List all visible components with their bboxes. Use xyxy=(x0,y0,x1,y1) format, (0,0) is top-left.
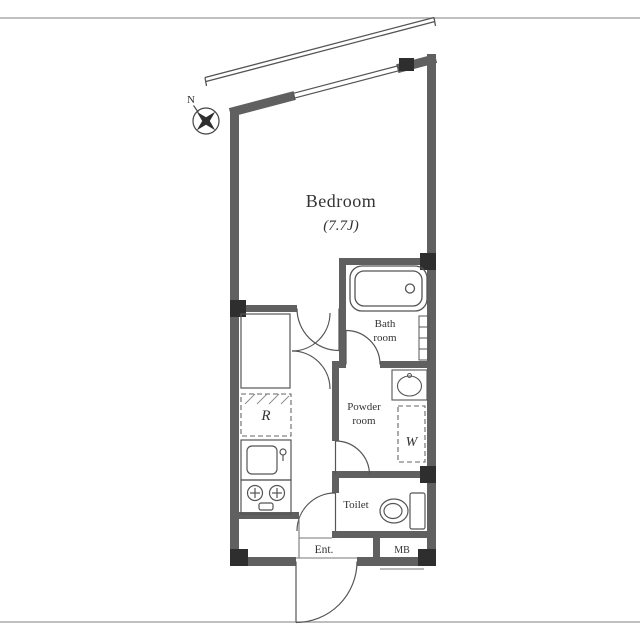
burner-left-icon xyxy=(246,484,264,502)
refrigerator-label: R xyxy=(260,408,270,424)
bathtub-inner xyxy=(354,270,423,307)
washer-space xyxy=(397,405,426,463)
window-glass-line-1 xyxy=(294,70,399,99)
toilet-label: Toilet xyxy=(343,499,369,511)
bathtub-icon xyxy=(349,265,428,312)
compass-star-icon xyxy=(196,111,216,131)
compass-north-tick xyxy=(193,105,199,113)
toilet-door xyxy=(296,492,337,532)
toilet-door-arc xyxy=(296,492,336,532)
vanity-counter xyxy=(391,369,428,401)
compass-n-label: N xyxy=(187,94,195,106)
grill-icon xyxy=(258,502,274,511)
stove-outline xyxy=(240,479,292,515)
room-labels: Bedroom (7.7J) Bath room Powder room W R… xyxy=(260,191,418,556)
stove-icon xyxy=(240,479,292,515)
towel-rack-icon xyxy=(418,315,430,361)
closet-outline xyxy=(240,313,291,389)
kitchen-sink-icon xyxy=(240,439,292,481)
refrigerator-dashed-box xyxy=(240,393,292,437)
vanity-bowl xyxy=(396,375,423,397)
pillar-top-right xyxy=(399,58,414,71)
window-end-tick-left xyxy=(292,91,296,101)
powder-door-arc xyxy=(335,440,371,476)
washer-label: W xyxy=(406,435,419,450)
powder-room-door xyxy=(334,440,371,476)
burner-right-icon xyxy=(268,484,286,502)
pillar-right-toilet xyxy=(420,466,436,483)
vanity-faucet-icon xyxy=(406,372,413,379)
compass: N xyxy=(187,94,220,135)
bedroom-door-arc xyxy=(296,308,340,352)
toilet-bowl-inner xyxy=(383,502,403,520)
washer-dashed-box xyxy=(397,405,426,463)
toilet-tank xyxy=(409,492,426,530)
refrigerator-space xyxy=(240,393,292,437)
entrance-door xyxy=(295,561,358,624)
pillar-bottom-left xyxy=(230,549,248,566)
sink-basin xyxy=(246,445,278,475)
frame-lines xyxy=(0,17,640,623)
closet-door-arc-bottom xyxy=(291,350,331,390)
toilet-icon xyxy=(379,492,426,530)
balcony-railing xyxy=(204,16,437,87)
bathroom-door-arc xyxy=(345,329,381,365)
powder-room-label-line1: Powder xyxy=(347,401,381,413)
railing-outer-line xyxy=(204,16,435,79)
pillar-left-bedroom xyxy=(230,300,246,317)
counter-hatch xyxy=(244,393,290,405)
closet-door-arc-top xyxy=(291,312,331,352)
meter-box-label: MB xyxy=(394,545,410,556)
bath-room-label-line1: Bath xyxy=(375,318,396,330)
faucet-icon xyxy=(279,448,287,456)
bedroom-size-label: (7.7J) xyxy=(323,218,358,234)
vanity-sink-icon xyxy=(391,369,428,401)
entrance-door-arc xyxy=(295,561,358,624)
railing-right-tick xyxy=(433,17,437,27)
pillars xyxy=(230,58,436,566)
powder-room-label-line2: room xyxy=(352,415,376,427)
closet xyxy=(240,312,331,390)
bedroom-window xyxy=(292,63,400,102)
railing-inner-line xyxy=(205,20,436,83)
bedroom-door xyxy=(296,308,340,352)
bathtub-outer xyxy=(349,265,428,312)
window-end-tick-right xyxy=(396,63,400,73)
railing-left-tick xyxy=(204,77,208,87)
pillar-bottom-right xyxy=(418,549,436,566)
pillar-right-bath xyxy=(420,253,436,270)
window-glass-line-2 xyxy=(293,65,398,94)
bathroom-door xyxy=(345,329,381,365)
bathtub-drain-icon xyxy=(404,283,416,294)
entrance-label: Ent. xyxy=(315,544,334,556)
toilet-bowl-outer xyxy=(379,498,409,524)
window-cutout xyxy=(292,63,400,102)
bedroom-label: Bedroom xyxy=(306,191,377,211)
entrance-hall xyxy=(296,519,357,559)
compass-circle xyxy=(192,107,220,135)
interior-walls xyxy=(230,258,432,566)
bath-room-label-line2: room xyxy=(373,332,397,344)
